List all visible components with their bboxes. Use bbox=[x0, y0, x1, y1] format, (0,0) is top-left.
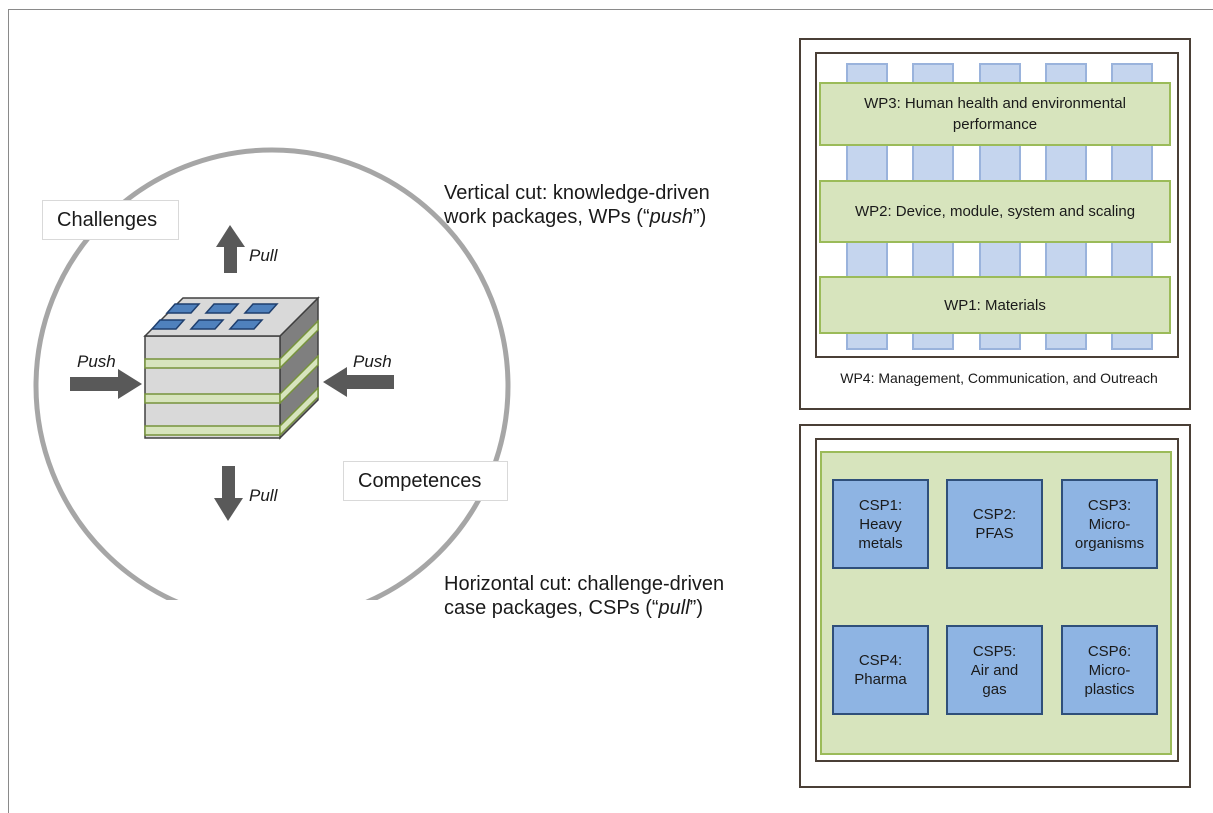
arrow-up bbox=[216, 225, 245, 273]
csp-box-6: CSP6: Micro- plastics bbox=[1061, 625, 1158, 715]
csp-label-6: CSP6: Micro- plastics bbox=[1084, 642, 1135, 698]
horizontal-cut-caption: Horizontal cut: challenge-driven case pa… bbox=[444, 572, 724, 620]
push-label-right: Push bbox=[353, 352, 392, 371]
wp1-box: WP1: Materials bbox=[819, 276, 1171, 334]
csp-box-3: CSP3: Micro- organisms bbox=[1061, 479, 1158, 569]
top-border-line bbox=[8, 9, 1213, 10]
arrow-down bbox=[214, 466, 243, 521]
wp-panel-inner bbox=[815, 52, 1179, 358]
pull-label-bottom: Pull bbox=[249, 486, 278, 505]
csp-label-4: CSP4: Pharma bbox=[854, 652, 907, 688]
wp4-label: WP4: Management, Communication, and Outr… bbox=[840, 370, 1158, 386]
wp1-label: WP1: Materials bbox=[944, 296, 1046, 314]
push-label-left: Push bbox=[77, 352, 116, 371]
csp-panel-inner bbox=[815, 438, 1179, 762]
cube-green-bands bbox=[144, 319, 319, 437]
vertical-cut-suffix: ”) bbox=[692, 206, 707, 228]
csp-label-3: CSP3: Micro- organisms bbox=[1074, 496, 1145, 552]
cube-diagram bbox=[33, 147, 511, 600]
vertical-cut-emphasis: push bbox=[649, 206, 693, 228]
horizontal-cut-suffix: ”) bbox=[689, 597, 703, 619]
vertical-cut-line2: work packages, WPs (“push”) bbox=[444, 205, 710, 229]
csp-box-1: CSP1: Heavy metals bbox=[832, 479, 929, 569]
vertical-cut-caption: Vertical cut: knowledge-driven work pack… bbox=[444, 181, 710, 229]
wp3-label: WP3: Human health and environmental perf… bbox=[864, 95, 1126, 133]
vertical-cut-line1: Vertical cut: knowledge-driven bbox=[444, 182, 710, 204]
challenges-label: Challenges bbox=[42, 200, 179, 240]
horizontal-cut-emphasis: pull bbox=[658, 597, 690, 619]
pull-label-top: Pull bbox=[249, 246, 278, 265]
wp2-box: WP2: Device, module, system and scaling bbox=[819, 180, 1171, 243]
competences-label: Competences bbox=[343, 461, 508, 501]
outer-circle bbox=[33, 147, 511, 600]
wp3-box: WP3: Human health and environmental perf… bbox=[819, 82, 1171, 146]
cube-front-face bbox=[144, 335, 281, 439]
horizontal-cut-line1: Horizontal cut: challenge-driven bbox=[444, 573, 725, 595]
horizontal-cut-prefix: case packages, CSPs (“ bbox=[444, 597, 659, 619]
arrow-right bbox=[70, 369, 142, 399]
left-border-line bbox=[8, 9, 9, 813]
csp-box-4: CSP4: Pharma bbox=[832, 625, 929, 715]
csp-label-1: CSP1: Heavy metals bbox=[858, 496, 903, 552]
arrow-left bbox=[323, 367, 394, 397]
horizontal-cut-line2: case packages, CSPs (“pull”) bbox=[444, 596, 724, 620]
wp2-label: WP2: Device, module, system and scaling bbox=[854, 203, 1136, 220]
csp-box-2: CSP2: PFAS bbox=[946, 479, 1043, 569]
csp-label-2: CSP2: PFAS bbox=[972, 506, 1017, 542]
cube-top-tiles bbox=[150, 303, 279, 330]
vertical-cut-prefix: work packages, WPs (“ bbox=[444, 206, 650, 228]
csp-label-5: CSP5: Air and gas bbox=[970, 642, 1019, 698]
csp-box-5: CSP5: Air and gas bbox=[946, 625, 1043, 715]
